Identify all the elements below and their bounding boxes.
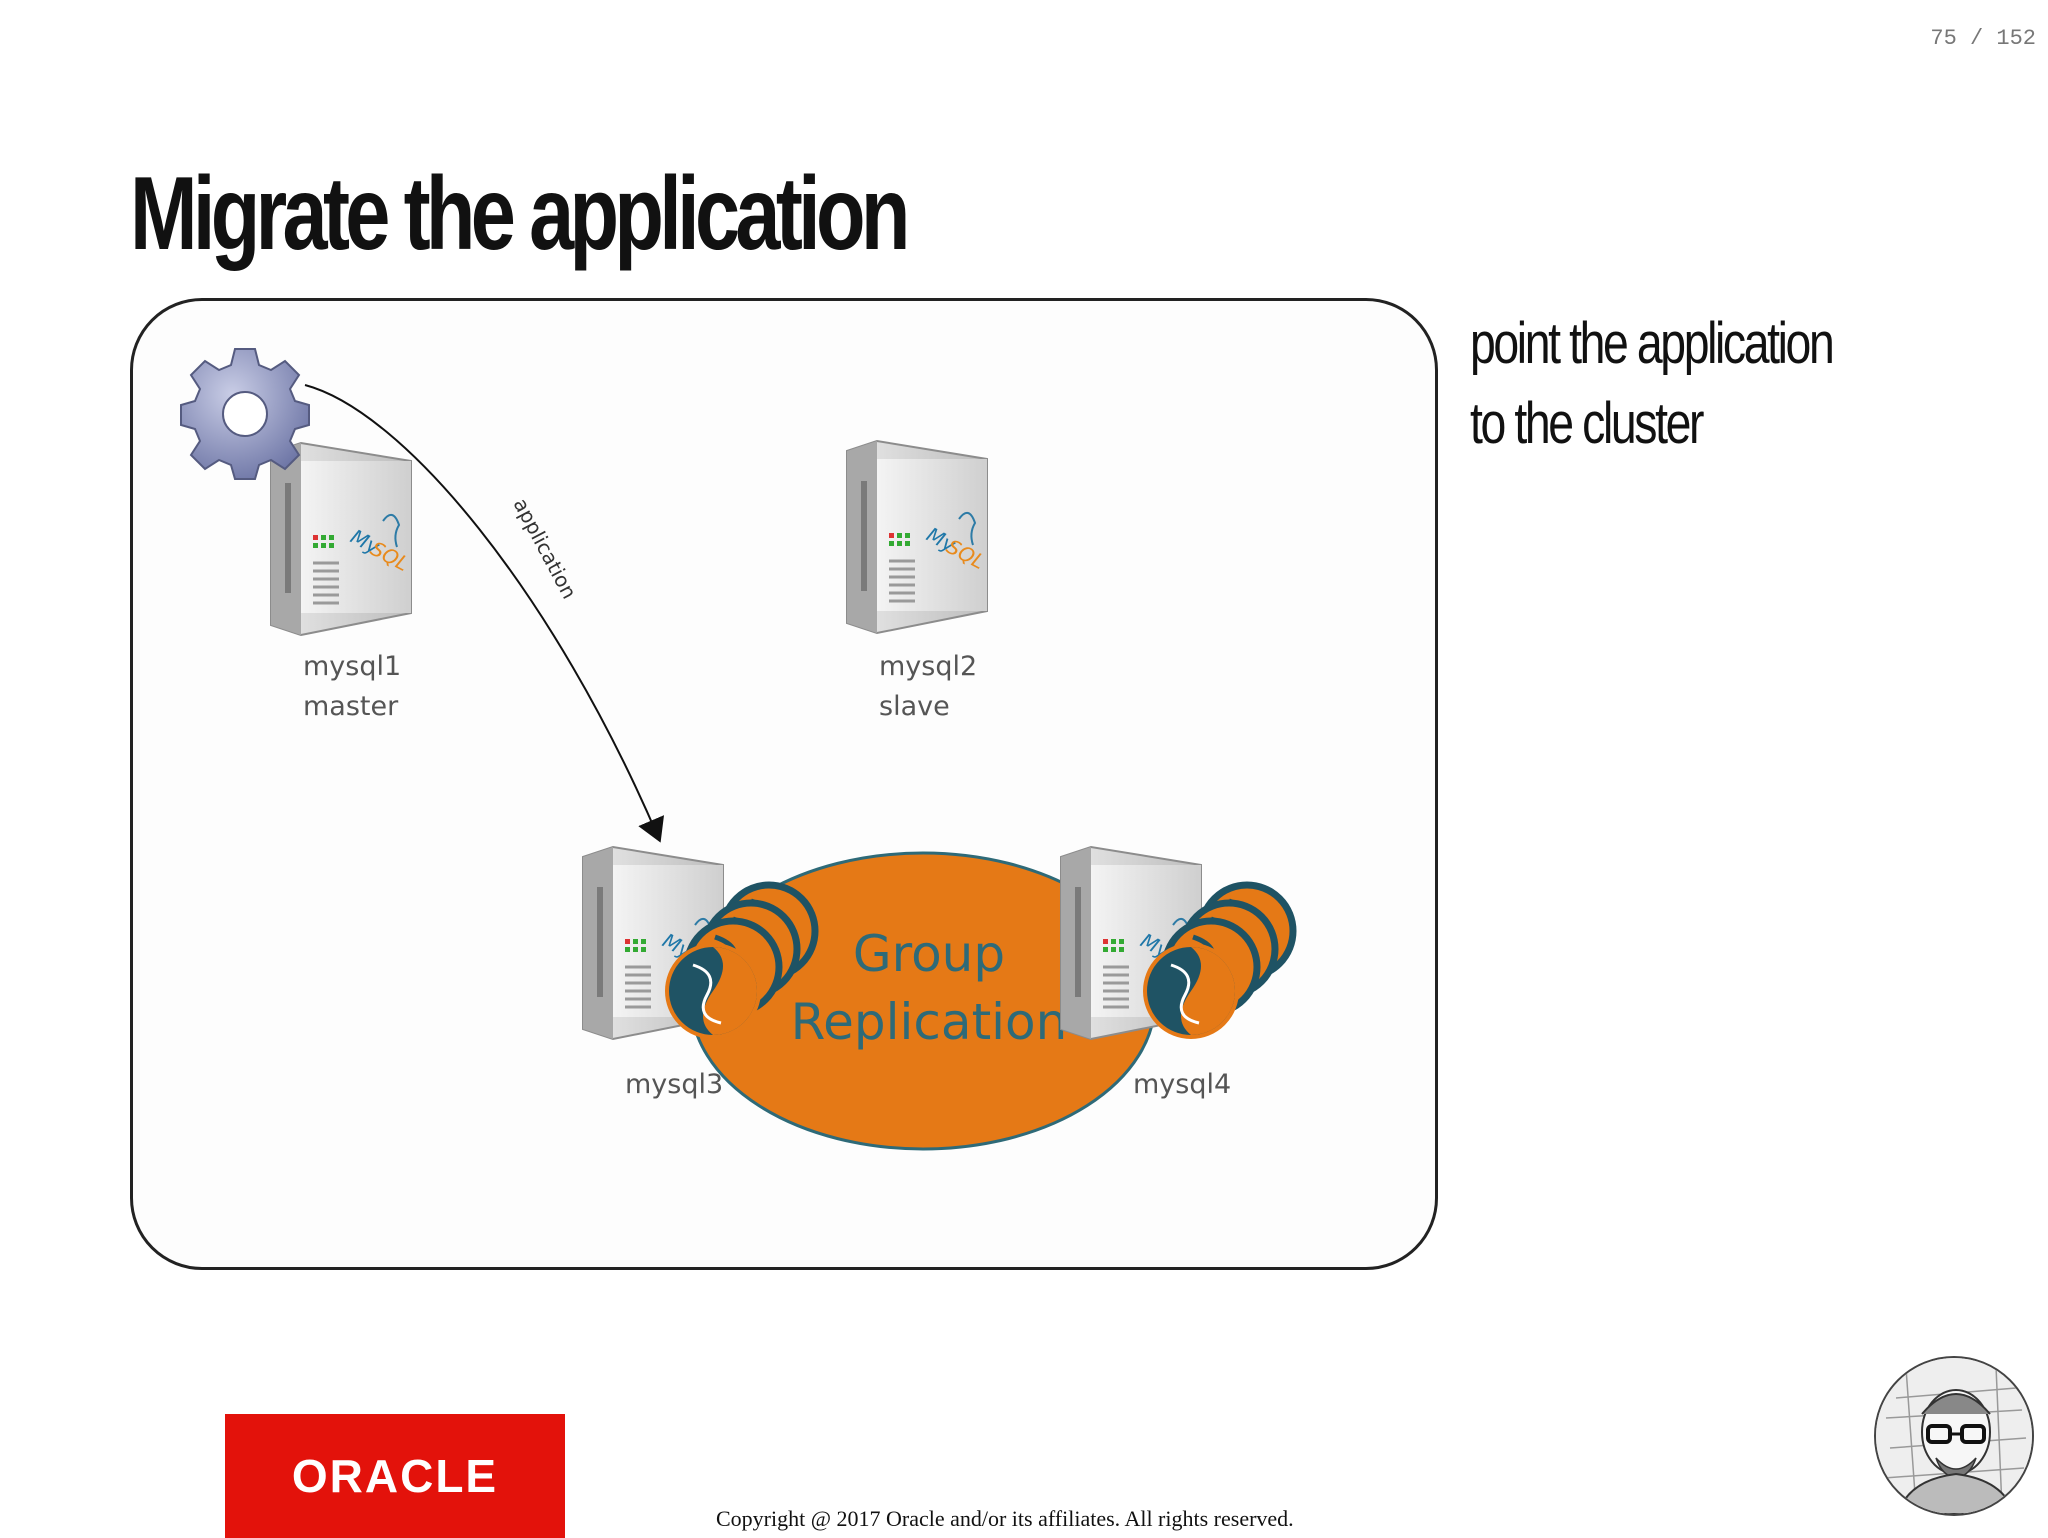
mysql2-label: mysql2 slave: [879, 647, 977, 727]
cluster-label-line-2: Replication: [791, 993, 1068, 1051]
presenter-portrait-icon: [1876, 1358, 2032, 1514]
copyright-notice: Copyright @ 2017 Oracle and/or its affil…: [716, 1506, 1294, 1531]
diagram-canvas: My SQL Group Replication: [180, 348, 1438, 1151]
mysql1-label: mysql1 master: [303, 647, 401, 727]
arrow-label: application: [509, 494, 582, 603]
avatar: [1874, 1356, 2034, 1516]
gear-icon: [180, 348, 310, 480]
mysql4-label: mysql4: [1133, 1069, 1232, 1100]
mysql2-server-icon: [845, 439, 991, 635]
migration-diagram: My SQL Group Replication: [130, 298, 1438, 1270]
mysql3-label: mysql3: [625, 1069, 724, 1100]
mysql1-name: mysql1: [303, 651, 402, 682]
oracle-logo-text: ORACLE: [291, 1450, 499, 1502]
mysql1-server-icon: [269, 441, 415, 637]
mysql1-role: master: [303, 691, 399, 722]
side-note-line-1: point the application: [1470, 311, 1835, 376]
slide-title: Migrate the application: [130, 156, 910, 272]
oracle-logo: ORACLE: [225, 1414, 565, 1538]
mysql2-role: slave: [879, 691, 950, 722]
side-note-line-2: to the cluster: [1470, 391, 1704, 456]
side-note: point the application to the cluster: [1470, 304, 1835, 464]
page-counter: 75 / 152: [1930, 26, 2036, 51]
mysql2-name: mysql2: [879, 651, 978, 682]
application-arrow: [304, 384, 665, 843]
cluster-label-line-1: Group: [853, 925, 1005, 983]
